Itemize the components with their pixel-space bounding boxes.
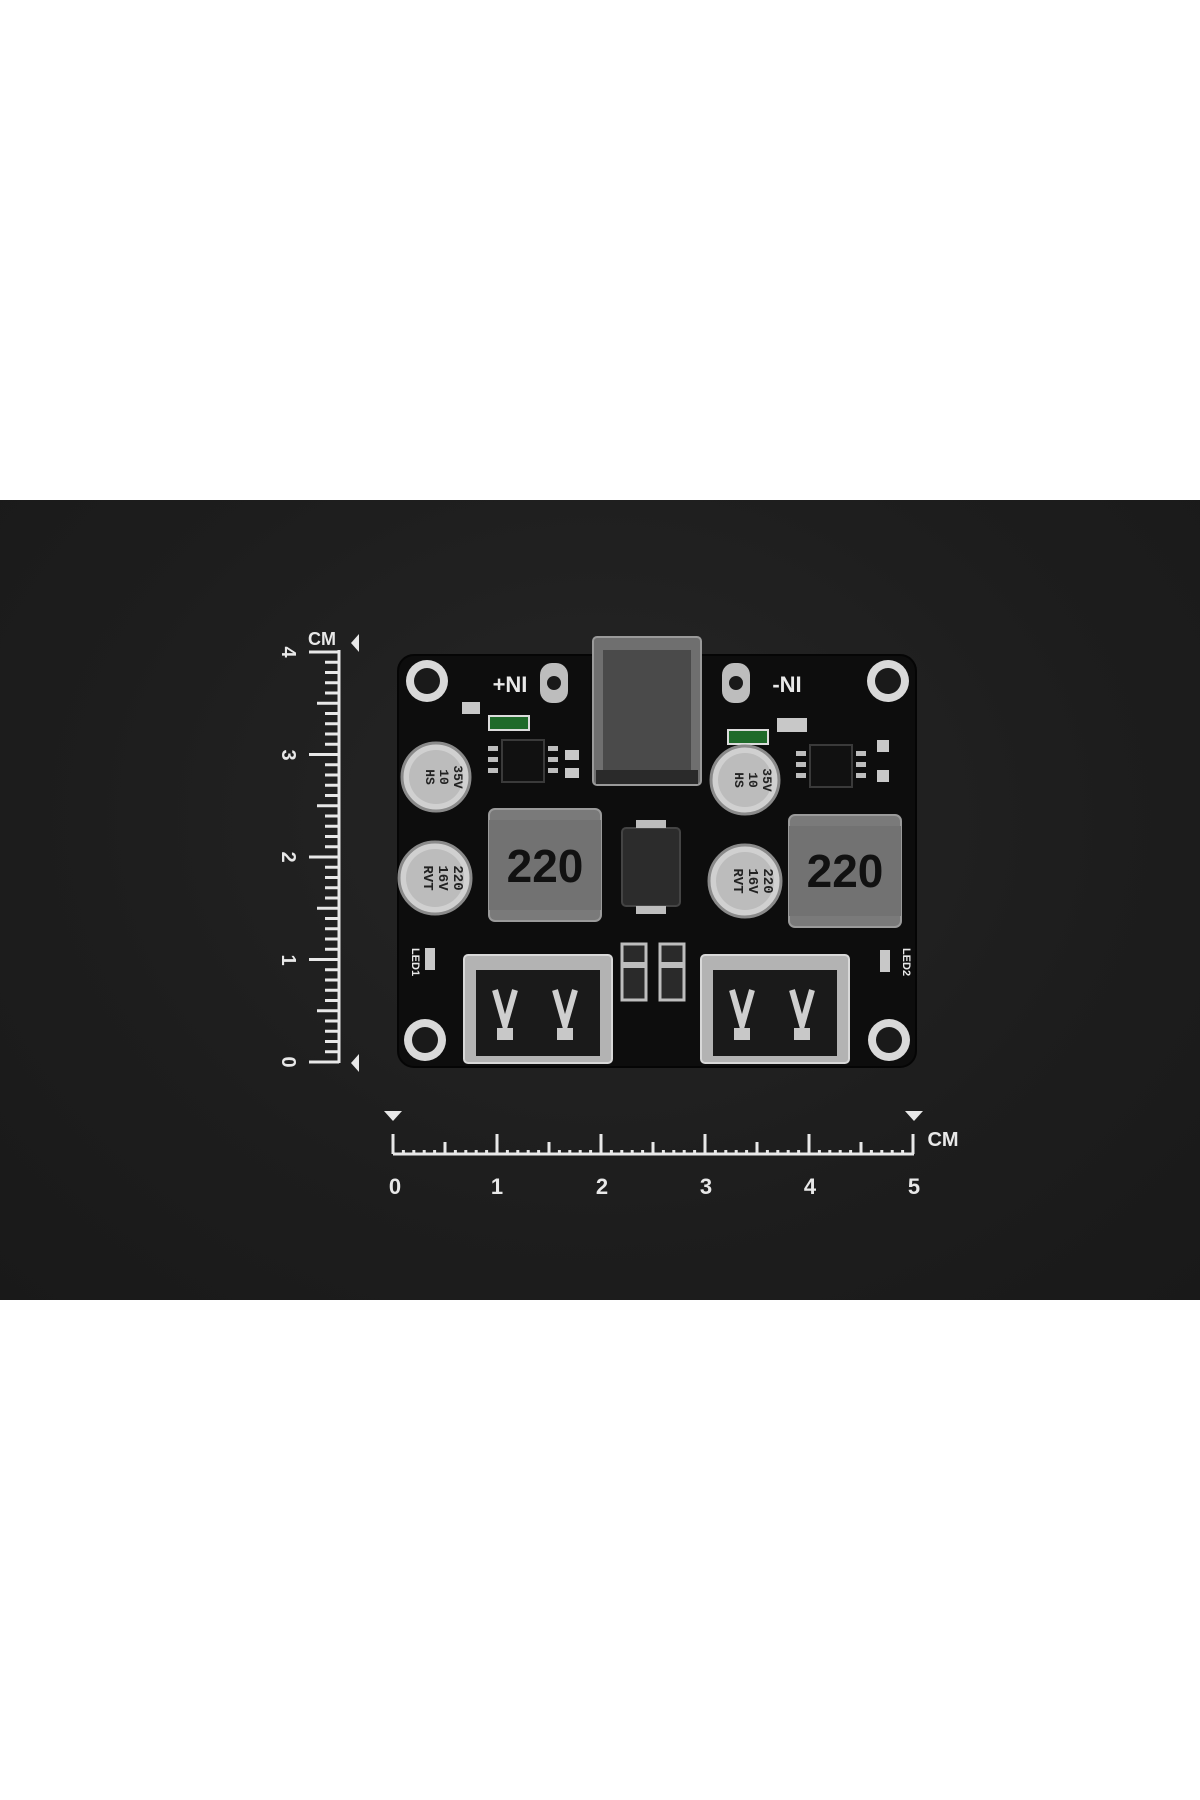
led-green-right [727, 729, 769, 745]
cap-small-left-line3: HS [422, 769, 437, 785]
smd-part [565, 768, 579, 778]
usb-port-right [700, 954, 850, 1064]
horizontal-ruler-left-marker [384, 1111, 402, 1121]
smd-diode-left [620, 942, 648, 1002]
cap-small-right-line3: HS [731, 772, 746, 788]
smd-resistor [462, 702, 480, 714]
mounting-hole-bottom-left [404, 1019, 446, 1061]
horizontal-tick-label-5: 5 [908, 1174, 920, 1199]
inductor-right-label: 220 [807, 845, 884, 897]
smd-resistor-right [777, 718, 807, 732]
horizontal-ruler-unit: CM [927, 1129, 958, 1151]
input-pad-positive [540, 663, 568, 703]
smd-diode-right [658, 942, 686, 1002]
ic-chip-left [488, 739, 558, 783]
inductor-right: 220 [788, 814, 902, 928]
horizontal-ruler-ticks [391, 1134, 915, 1154]
horizontal-tick-label-0: 0 [389, 1174, 401, 1199]
board-illustration: CM 0 1 2 3 4 CM 0 1 2 3 4 5 [277, 629, 959, 1199]
product-photo: CM 0 1 2 3 4 CM 0 1 2 3 4 5 [0, 500, 1200, 1300]
mounting-hole-bottom-right [868, 1019, 910, 1061]
cap-large-right-line1: 220 [759, 868, 775, 893]
cap-small-right-line2: 10 [745, 772, 760, 788]
vertical-tick-label-1: 1 [277, 954, 299, 965]
input-negative-label: -NI [772, 672, 801, 697]
led2-label: LED2 [900, 948, 912, 976]
horizontal-tick-label-4: 4 [804, 1174, 817, 1199]
cap-large-left-line2: 16V [434, 865, 450, 891]
vertical-ruler: CM 0 1 2 3 4 [277, 629, 359, 1072]
cap-small-right-line1: 35V [759, 768, 774, 792]
horizontal-tick-label-2: 2 [596, 1174, 608, 1199]
cap-large-right-line2: 16V [744, 868, 760, 894]
led1-indicator [425, 948, 435, 970]
dc-jack [592, 636, 702, 786]
cap-large-left-line3: RVT [419, 865, 435, 890]
smd-part [565, 750, 579, 760]
cap-small-left-line1: 35V [450, 765, 465, 789]
vertical-ruler-bottom-marker [351, 1054, 359, 1072]
vertical-tick-label-2: 2 [277, 851, 299, 862]
led2-indicator [880, 950, 890, 972]
vertical-ruler-unit: CM [308, 629, 336, 649]
inductor-left-label: 220 [507, 840, 584, 892]
vertical-tick-label-0: 0 [277, 1056, 299, 1067]
vertical-ruler-top-marker [351, 634, 359, 652]
smd-part [877, 740, 889, 752]
ic-chip-right [796, 744, 866, 788]
capacitor-large-left: 220 16V RVT [397, 840, 473, 916]
vertical-ruler-ticks [309, 650, 339, 1064]
horizontal-ruler-right-marker [905, 1111, 923, 1121]
inductor-left: 220 [488, 808, 602, 922]
vertical-tick-label-3: 3 [277, 749, 299, 760]
cap-large-right-line3: RVT [729, 868, 745, 893]
center-component [621, 820, 681, 914]
horizontal-ruler: CM 0 1 2 3 4 5 [384, 1111, 959, 1199]
pcb-board: +NI -NI [397, 636, 917, 1068]
input-pad-negative [722, 663, 750, 703]
mounting-hole-top-right [867, 660, 909, 702]
smd-part [877, 770, 889, 782]
cap-large-left-line1: 220 [449, 865, 465, 890]
cap-small-left-line2: 10 [436, 769, 451, 785]
capacitor-large-right: 220 16V RVT [707, 843, 783, 919]
vertical-tick-label-4: 4 [277, 646, 299, 658]
input-positive-label: +NI [493, 672, 528, 697]
led1-label: LED1 [409, 948, 421, 976]
capacitor-small-right: 35V 10 HS [709, 744, 781, 816]
usb-port-left [463, 954, 613, 1064]
led-green-left [488, 715, 530, 731]
horizontal-tick-label-3: 3 [700, 1174, 712, 1199]
capacitor-small-left: 35V 10 HS [400, 741, 472, 813]
horizontal-tick-label-1: 1 [491, 1174, 503, 1199]
mounting-hole-top-left [406, 660, 448, 702]
